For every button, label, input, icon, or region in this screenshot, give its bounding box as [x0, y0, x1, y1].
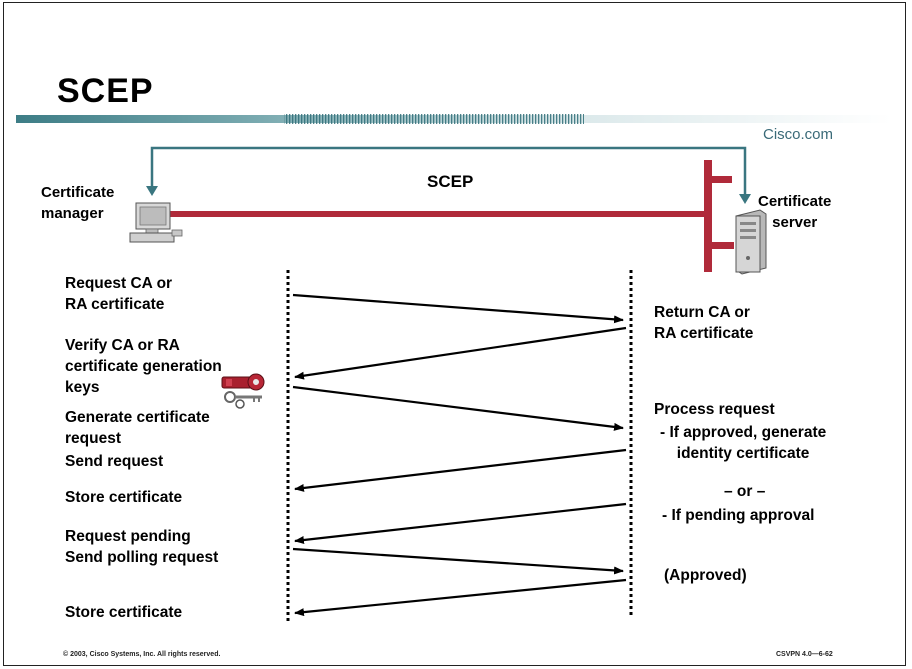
step-approved: (Approved) [664, 567, 747, 584]
network-link [168, 211, 710, 217]
step-process-request: Process request [654, 401, 775, 418]
step-or: – or – [724, 483, 766, 500]
protocol-label: SCEP [427, 172, 474, 191]
arrow-send-request [292, 385, 624, 431]
certificate-server-label: Certificate server [758, 193, 832, 231]
step-if-pending: - If pending approval [662, 507, 815, 524]
step-generate-request: Generate certificate request [65, 409, 210, 447]
arrow-return-ca [294, 326, 627, 380]
step-return-ca: Return CA or RA certificate [654, 304, 754, 342]
cisco-brand: Cisco.com [763, 126, 834, 143]
bracket-arrow-right [739, 194, 751, 204]
bracket-arrow-left [146, 186, 158, 196]
certificate-manager-label: Certificate manager [41, 184, 115, 222]
scep-bracket-line [150, 146, 747, 198]
slide-frame [3, 2, 906, 666]
step-verify-ca: Verify CA or RA certificate generation k… [65, 337, 222, 396]
computer-icon [129, 202, 183, 243]
step-request-pending: Request pending Send polling request [65, 528, 219, 566]
step-store-certificate-2: Store certificate [65, 604, 183, 621]
arrow-store-cert [294, 578, 627, 617]
slide-title: SCEP [57, 72, 154, 110]
message-arrows [292, 293, 627, 617]
footer-course-id: CSVPN 4.0—6-62 [776, 651, 833, 658]
arrow-pending-response-2 [294, 502, 627, 544]
server-icon [735, 209, 767, 275]
step-store-certificate-1: Store certificate [65, 489, 183, 506]
arrow-request-ca [292, 293, 624, 324]
footer-copyright: © 2003, Cisco Systems, Inc. All rights r… [63, 651, 221, 658]
arrow-polling-request [292, 547, 624, 575]
step-request-ca: Request CA or RA certificate [65, 275, 173, 313]
arrow-pending-response [294, 448, 627, 492]
step-if-approved: - If approved, generate identity certifi… [660, 424, 827, 462]
router-bar [704, 160, 712, 272]
header-banner [16, 114, 892, 124]
keys-icon [221, 373, 265, 409]
step-send-request: Send request [65, 453, 164, 470]
